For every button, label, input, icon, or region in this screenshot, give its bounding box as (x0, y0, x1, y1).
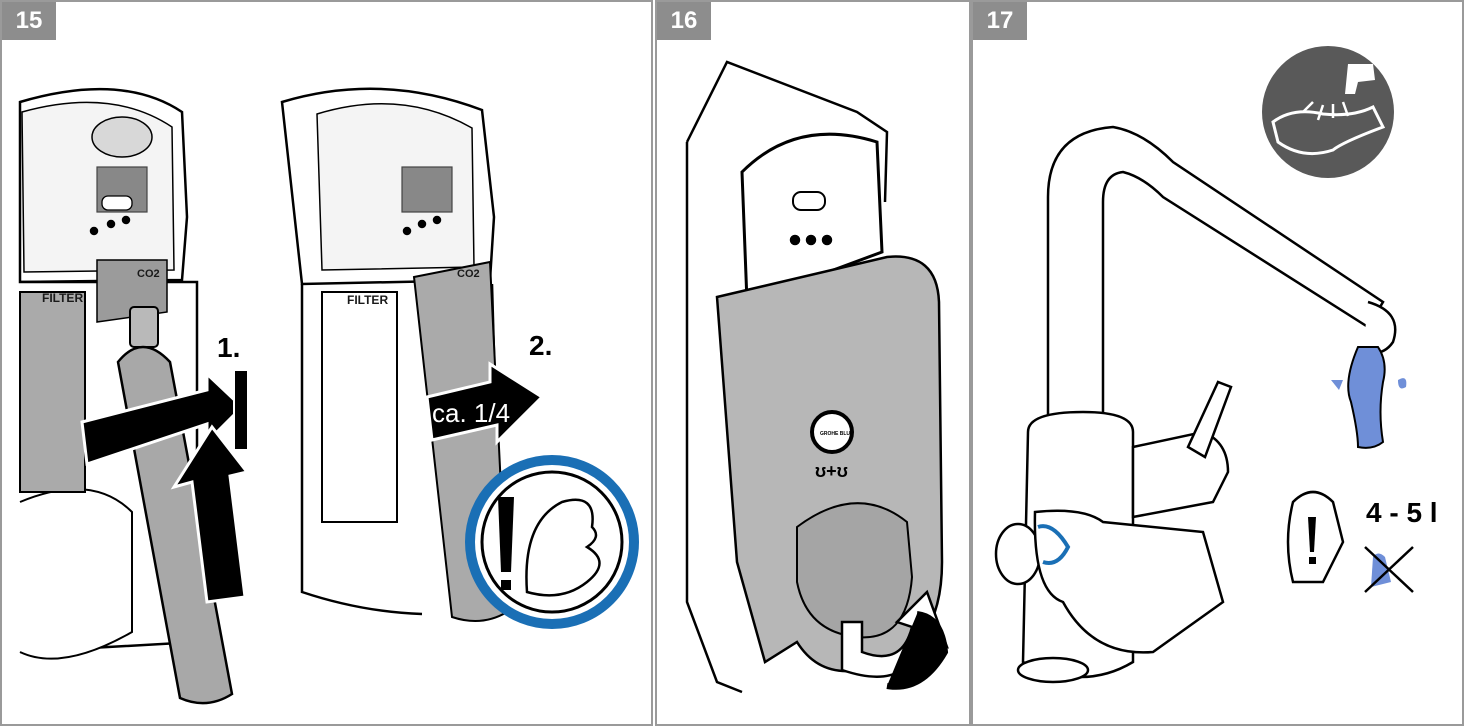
flush-volume-label: 4 - 5 l (1366, 497, 1438, 528)
wash-hands-icon (1262, 46, 1394, 178)
front-cover: GROHE BLUE ʊ+ʊ (717, 257, 942, 672)
step-panel-15: 15 FILTER CO2 1. (0, 0, 653, 726)
step-panel-17: 17 4 - 5 l (971, 0, 1464, 726)
cartridge-pictogram: ʊ+ʊ (815, 461, 848, 481)
co2-label-2: CO2 (457, 268, 480, 280)
filter-label: FILTER (42, 291, 83, 305)
step-2-label: 2. (529, 330, 552, 361)
warning-strength-icon (470, 460, 634, 624)
step-16-illustration: GROHE BLUE ʊ+ʊ (657, 2, 971, 726)
co2-label: CO2 (137, 268, 160, 280)
step-15-illustration: FILTER CO2 1. FILTER CO2 ca. 1/4 2. (2, 2, 653, 726)
step-17-illustration: 4 - 5 l (973, 2, 1464, 726)
water-stream (1348, 347, 1384, 448)
step-1-label: 1. (217, 332, 240, 363)
turn-label: ca. 1/4 (432, 398, 510, 428)
filter-label-2: FILTER (347, 293, 388, 307)
filter-cartridge (20, 292, 85, 492)
logo-text: GROHE BLUE (820, 431, 854, 437)
step-panel-16: 16 GROHE BLUE ʊ+ʊ (655, 0, 971, 726)
